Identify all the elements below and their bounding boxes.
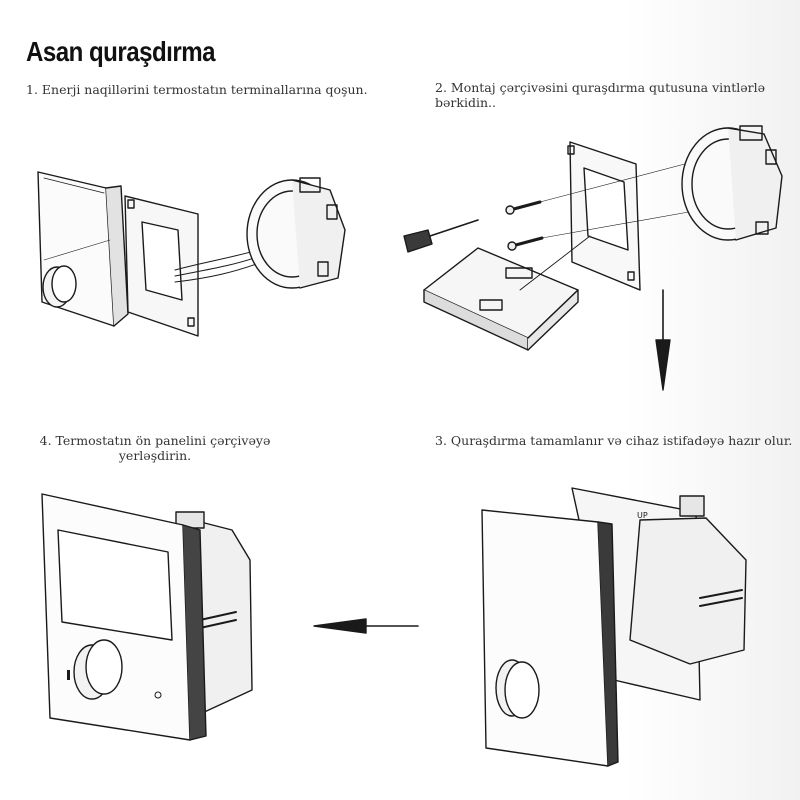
screwdriver-icon [403, 219, 479, 253]
thermostat-front-panel [481, 509, 619, 767]
step-2-illustration [403, 125, 783, 351]
mounting-frame [124, 195, 199, 337]
down-arrow-icon [655, 289, 671, 391]
step-1-illustration [37, 171, 346, 337]
electrical-box [246, 177, 346, 289]
thermostat-front-panel [41, 493, 207, 741]
screw-icon [505, 200, 544, 251]
step-3-caption: 3. Quraşdırma tamamlanır və cihaz istifa… [435, 433, 793, 448]
step-4-illustration [41, 493, 253, 741]
electrical-box [681, 125, 783, 241]
step-4-caption: 4. Termostatın ön panelini çərçivəyə yer… [39, 433, 271, 463]
thermostat-front-panel [37, 171, 129, 327]
step-1-caption: 1. Enerji naqillərini termostatın termin… [26, 82, 368, 97]
thermostat-base-plate [423, 247, 579, 351]
up-label: UP [637, 511, 648, 520]
page-title: Asan quraşdırma [26, 36, 216, 67]
electrical-box [629, 495, 747, 665]
step-3-illustration: UP [481, 487, 747, 767]
mounting-frame [567, 141, 641, 291]
step-2-caption: 2. Montaj çərçivəsini quraşdırma qutusun… [435, 80, 765, 110]
left-arrow-icon [313, 618, 419, 634]
